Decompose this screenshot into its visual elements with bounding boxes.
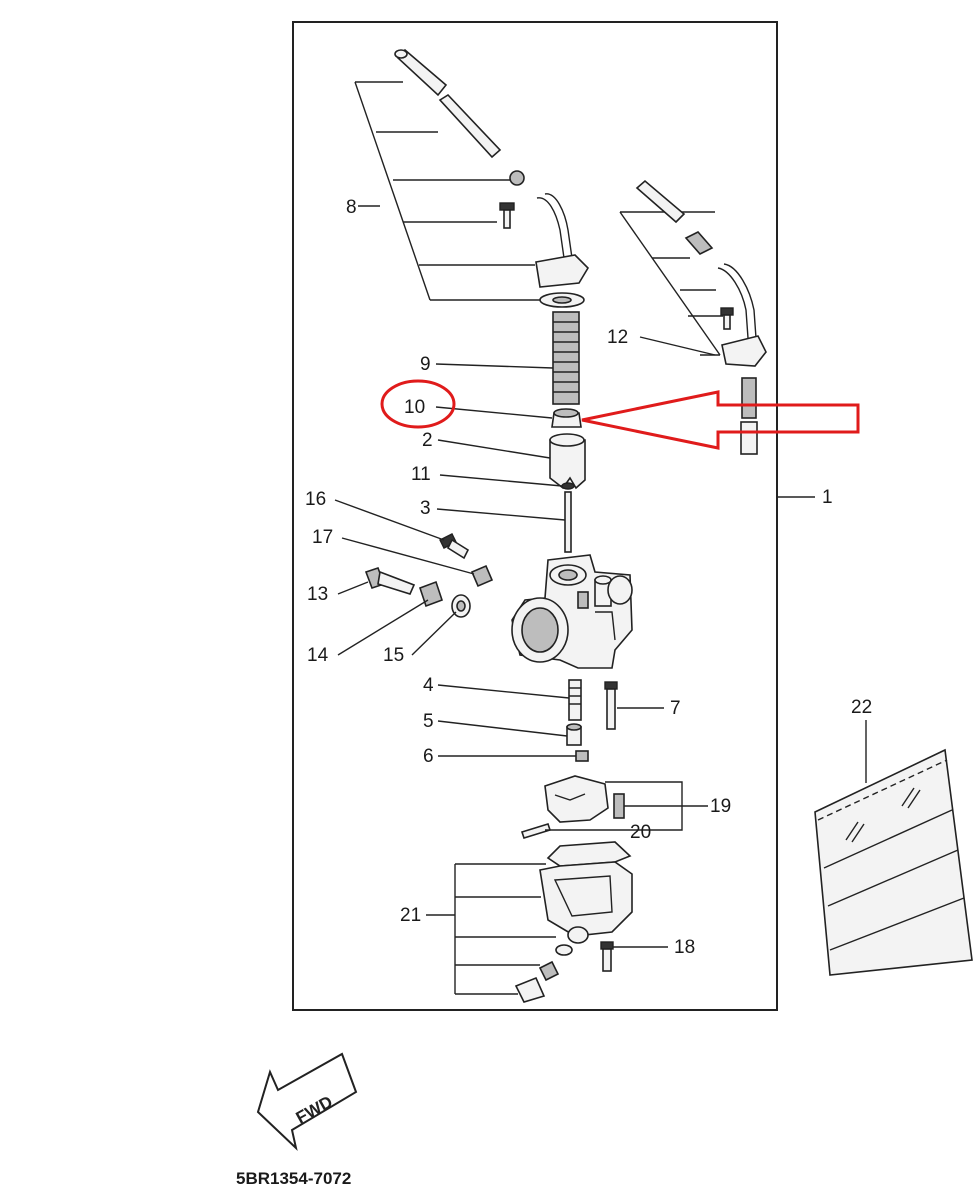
callout-17: 17	[312, 527, 333, 548]
callout-5: 5	[423, 711, 434, 732]
cable-assembly-12	[619, 179, 767, 455]
callout-18: 18	[674, 937, 695, 958]
callout-21: 21	[400, 905, 421, 926]
callout-15: 15	[383, 645, 404, 666]
callout-22: 22	[851, 697, 872, 718]
callout-13: 13	[307, 584, 328, 605]
screw-16	[439, 533, 470, 560]
callout-6: 6	[423, 746, 434, 767]
washer-15	[451, 594, 471, 618]
repair-bag-22	[814, 748, 973, 976]
assembly-frame	[292, 21, 778, 1011]
callout-12: 12	[607, 327, 628, 348]
jet-5	[566, 723, 582, 746]
spring-17	[470, 564, 494, 588]
highlight-circle	[380, 379, 456, 429]
spring-14	[418, 580, 444, 608]
float-19	[544, 775, 625, 823]
callout-2: 2	[422, 430, 433, 451]
cable-assembly-8	[354, 48, 590, 308]
fwd-arrow: FWD	[256, 1052, 358, 1151]
nut-6	[575, 750, 589, 762]
callout-4: 4	[423, 675, 434, 696]
callout-19: 19	[710, 796, 731, 817]
float-bowl-21	[514, 841, 633, 1003]
screw-7	[604, 681, 618, 730]
part-code: 5BR1354-7072	[236, 1169, 351, 1188]
screw-18	[600, 941, 614, 972]
spring-9	[552, 311, 580, 405]
callout-20: 20	[630, 822, 651, 843]
callout-8: 8	[346, 197, 357, 218]
callout-11: 11	[411, 464, 431, 485]
jet-4	[568, 679, 582, 721]
screw-13	[364, 566, 416, 595]
callout-7: 7	[670, 698, 681, 719]
callout-14: 14	[307, 645, 329, 666]
callout-9: 9	[420, 354, 431, 375]
carburetor-body	[511, 554, 633, 669]
highlight-arrow	[581, 390, 860, 450]
jet-needle-3	[564, 491, 572, 553]
callout-16: 16	[305, 489, 326, 510]
callout-1: 1	[822, 487, 833, 508]
pin-20	[520, 823, 552, 839]
throttle-valve-2	[549, 433, 586, 490]
callout-10: 10	[404, 397, 425, 418]
retainer-10	[551, 408, 582, 428]
clip-11	[561, 482, 575, 490]
callout-3: 3	[420, 498, 431, 519]
